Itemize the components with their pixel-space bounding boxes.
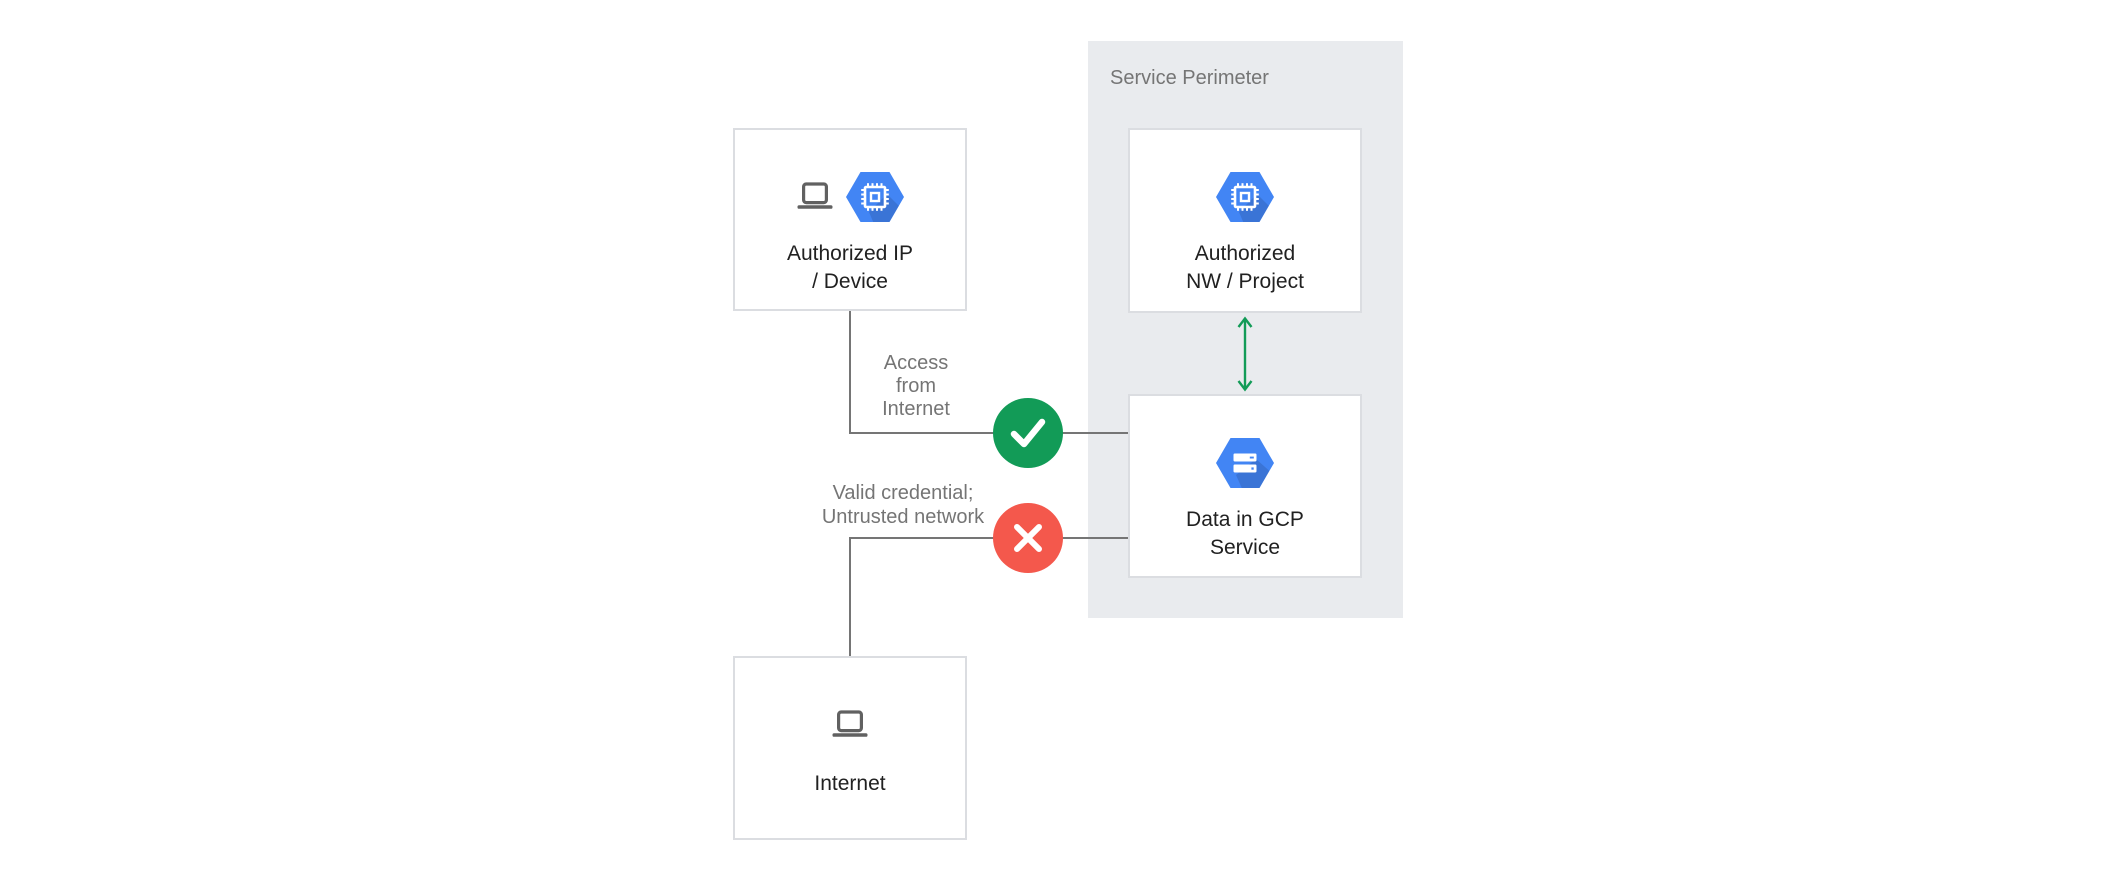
node-label: Authorized NW / Project: [1130, 240, 1360, 296]
edge-label-line: Internet: [882, 398, 950, 420]
node-label: Authorized IP / Device: [735, 240, 965, 296]
node-label-line: Authorized: [1194, 242, 1296, 265]
gcp-compute-hexagon-icon: [846, 171, 904, 223]
node-internet: Internet: [733, 656, 967, 840]
gcp-compute-hexagon-icon: [1216, 171, 1274, 223]
connector-internet-vertical: [849, 539, 851, 656]
node-authorized-ip-device: Authorized IP / Device: [733, 128, 967, 311]
node-label: Internet: [735, 770, 965, 798]
edge-label-line: Untrusted network: [821, 506, 985, 528]
connector-allowed-horizontal: [849, 432, 1128, 434]
node-icon-row: [1130, 169, 1360, 225]
edge-label-line: Valid credential;: [832, 482, 974, 504]
node-label-line: / Device: [812, 270, 888, 293]
access-from-internet-label: Access from Internet: [858, 352, 974, 421]
double-arrow-icon: [1235, 313, 1255, 395]
node-icon-row: [735, 169, 965, 225]
service-perimeter-label: Service Perimeter: [1110, 67, 1269, 89]
node-label-line: Internet: [814, 772, 886, 795]
laptop-icon: [831, 709, 869, 741]
connector-authorized-ip-vertical: [849, 311, 851, 434]
connector-denied-horizontal: [849, 537, 1128, 539]
edge-label-line: from: [896, 375, 936, 397]
node-icon-row: [1130, 435, 1360, 491]
node-authorized-nw-project: Authorized NW / Project: [1128, 128, 1362, 313]
laptop-icon: [796, 181, 834, 213]
node-label: Data in GCP Service: [1130, 506, 1360, 562]
check-icon: [993, 398, 1063, 468]
node-data-in-gcp-service: Data in GCP Service: [1128, 394, 1362, 578]
node-label-line: Authorized IP: [786, 242, 914, 265]
node-label-line: Data in GCP: [1186, 508, 1304, 531]
node-label-line: Service: [1209, 536, 1281, 559]
node-icon-row: [735, 697, 965, 753]
valid-credential-untrusted-network-label: Valid credential; Untrusted network: [780, 481, 1026, 529]
gcp-storage-hexagon-icon: [1216, 437, 1274, 489]
node-label-line: NW / Project: [1186, 270, 1304, 293]
edge-label-line: Access: [883, 352, 949, 374]
x-icon: [993, 503, 1063, 573]
